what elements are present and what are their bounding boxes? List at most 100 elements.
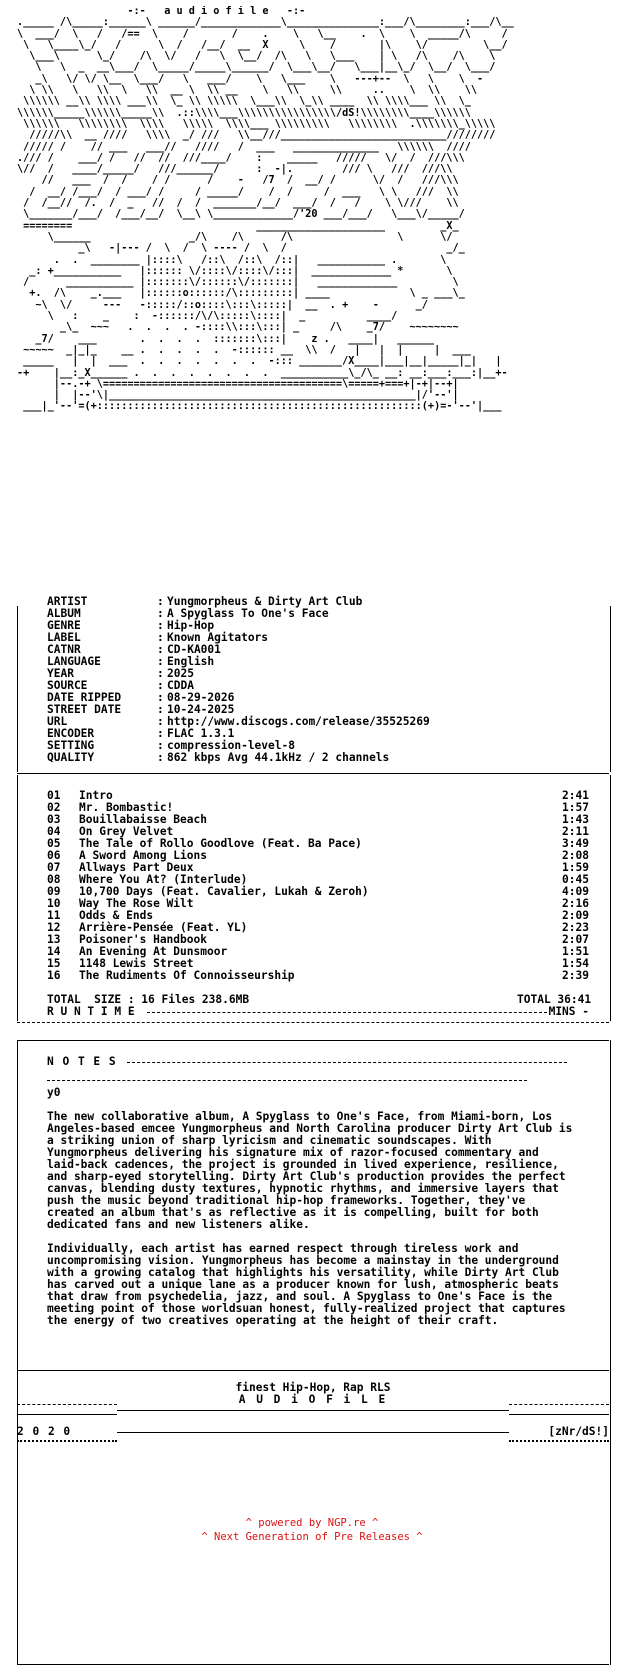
release-separator: : [157, 751, 164, 764]
footer-brand: A U D i O F i L E [238, 1393, 388, 1406]
release-value[interactable]: http://www.discogs.com/release/35525269 [167, 715, 430, 728]
release-value: A Spyglass To One's Face [167, 607, 329, 620]
track-title: 10,700 Days (Feat. Cavalier, Lukah & Zer… [79, 885, 369, 898]
track-duration: 4:09 [562, 885, 589, 898]
release-field-artist: ARTIST:Yungmorpheus & Dirty Art Club [47, 596, 624, 608]
notes-frame [17, 1040, 611, 1665]
track-number: 01 [47, 789, 61, 802]
track-number: 13 [47, 933, 61, 946]
release-field-date-ripped: DATE RIPPED:08-29-2026 [47, 692, 624, 704]
release-key: LABEL [47, 631, 81, 644]
release-separator: : [157, 655, 164, 668]
track-row: 05 The Tale of Rollo Goodlove (Feat. Ba P… [47, 838, 624, 850]
release-key: ENCODER [47, 727, 95, 740]
track-title: Poisoner's Handbook [79, 933, 207, 946]
release-field-setting: SETTING:compression-level-8 [47, 740, 624, 752]
release-key: CATNR [47, 643, 81, 656]
runtime-label: R U N T I M E [47, 1005, 135, 1018]
release-field-encoder: ENCODER:FLAC 1.3.1 [47, 728, 624, 740]
track-title: On Grey Velvet [79, 825, 174, 838]
release-separator: : [157, 643, 164, 656]
release-key: SOURCE [47, 679, 88, 692]
footer-tagline: finest Hip-Hop, Rap RLS [235, 1381, 391, 1394]
track-title: Way The Rose Wilt [79, 897, 194, 910]
notes-heading-row: N O T E S [47, 1056, 624, 1068]
track-title: Intro [79, 789, 113, 802]
release-separator: : [157, 739, 164, 752]
total-size-row: TOTAL SIZE : 16 Files 238.6MB TOTAL 36:4… [47, 994, 624, 1006]
release-field-street-date: STREET DATE:10-24-2025 [47, 704, 624, 716]
track-row: 08 Where You At? (Interlude) 0:45 [47, 874, 624, 886]
footer: finest Hip-Hop, Rap RLS A U D i O F i L … [17, 1370, 609, 1442]
track-duration: 2:09 [562, 909, 589, 922]
release-field-quality: QUALITY:862 kbps Avg 44.1kHz / 2 channel… [47, 752, 624, 764]
release-separator: : [157, 703, 164, 716]
track-duration: 1:57 [562, 801, 589, 814]
release-key: YEAR [47, 667, 74, 680]
release-value: CD-KA001 [167, 643, 221, 656]
release-field-album: ALBUM:A Spyglass To One's Face [47, 608, 624, 620]
release-field-source: SOURCE:CDDA [47, 680, 624, 692]
release-field-url: URL:http://www.discogs.com/release/35525… [47, 716, 624, 728]
release-key: QUALITY [47, 751, 95, 764]
release-separator: : [157, 679, 164, 692]
release-value: English [167, 655, 215, 668]
track-title: The Tale of Rollo Goodlove (Feat. Ba Pac… [79, 837, 362, 850]
release-field-label: LABEL:Known Agitators [47, 632, 624, 644]
footer-year: 2 0 2 0 [17, 1425, 72, 1438]
track-number: 03 [47, 813, 61, 826]
release-field-year: YEAR:2025 [47, 668, 624, 680]
release-value: 862 kbps Avg 44.1kHz / 2 channels [167, 751, 390, 764]
track-title: Arrière-Pensée (Feat. YL) [79, 921, 248, 934]
track-row: 01 Intro 2:41 [47, 790, 624, 802]
release-field-language: LANGUAGE:English [47, 656, 624, 668]
track-number: 06 [47, 849, 61, 862]
notes-heading: N O T E S [47, 1055, 117, 1068]
track-number: 08 [47, 873, 61, 886]
notes-section: N O T E S y0 The new collaborative album… [17, 1056, 624, 1339]
total-runtime: TOTAL 36:41 [517, 993, 592, 1006]
release-key: ARTIST [47, 595, 88, 608]
track-duration: 0:45 [562, 873, 589, 886]
track-title: Allways Part Deux [79, 861, 194, 874]
track-number: 10 [47, 897, 61, 910]
powered-line-1[interactable]: ^ powered by NGP.re ^ [245, 1517, 379, 1529]
notes-paragraph-2: Individually, each artist has earned res… [47, 1242, 566, 1327]
release-value: 08-29-2026 [167, 691, 235, 704]
track-number: 16 [47, 969, 61, 982]
notes-greeting: y0 [47, 1086, 61, 1099]
release-key: DATE RIPPED [47, 691, 122, 704]
track-row: 09 10,700 Days (Feat. Cavalier, Lukah & Z… [47, 886, 624, 898]
track-number: 09 [47, 885, 61, 898]
track-duration: 1:43 [562, 813, 589, 826]
track-number: 05 [47, 837, 61, 850]
track-row: 10 Way The Rose Wilt 2:16 [47, 898, 624, 910]
track-duration: 2:16 [562, 897, 589, 910]
track-number: 11 [47, 909, 61, 922]
track-duration: 2:08 [562, 849, 589, 862]
track-duration: 2:41 [562, 789, 589, 802]
track-duration: 3:49 [562, 837, 589, 850]
ascii-art-logo: -:- a u d i o f i l e -:- ._____ /\_____… [17, 6, 514, 413]
release-field-genre: GENRE:Hip-Hop [47, 620, 624, 632]
track-title: Bouillabaisse Beach [79, 813, 207, 826]
release-key: GENRE [47, 619, 81, 632]
track-duration: 2:23 [562, 921, 589, 934]
section-divider-2 [17, 1022, 609, 1023]
powered-line-2: ^ Next Generation of Pre Releases ^ [201, 1531, 423, 1543]
release-separator: : [157, 667, 164, 680]
powered-by: ^ powered by NGP.re ^ ^ Next Generation … [0, 1516, 624, 1544]
release-field-catnr: CATNR:CD-KA001 [47, 644, 624, 656]
track-row: 03 Bouillabaisse Beach 1:43 [47, 814, 624, 826]
release-separator: : [157, 595, 164, 608]
track-duration: 1:59 [562, 861, 589, 874]
release-separator: : [157, 631, 164, 644]
total-size: TOTAL SIZE : 16 Files 238.6MB [47, 993, 250, 1006]
track-title: Where You At? (Interlude) [79, 873, 248, 886]
release-value: FLAC 1.3.1 [167, 727, 235, 740]
